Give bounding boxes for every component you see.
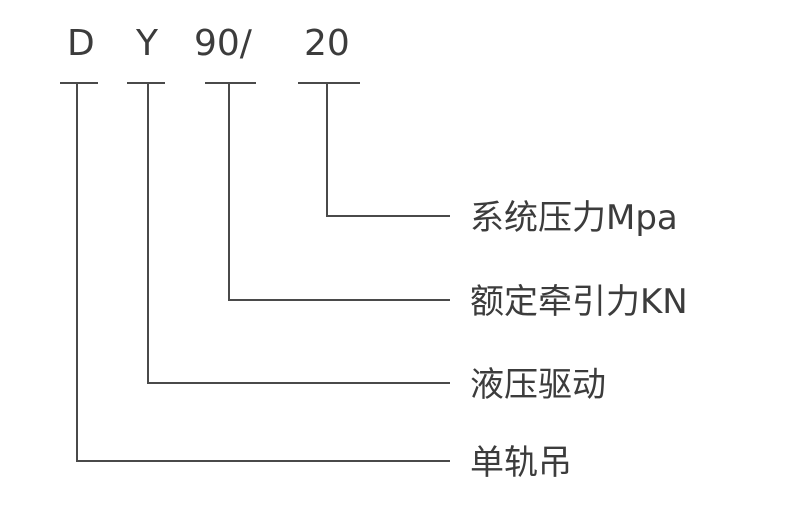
connector-90 [228,83,450,301]
desc-monorail-crane: 单轨吊 [470,443,572,483]
desc-rated-traction: 额定牵引力KN [470,282,688,322]
desc-system-pressure: 系统压力Mpa [470,198,678,238]
desc-hydraulic-drive: 液压驱动 [470,365,606,405]
code-part-y: Y [135,23,159,64]
connector-y [147,83,450,384]
connector-20 [326,83,450,217]
code-part-20: 20 [304,23,350,64]
connector-d [76,83,450,462]
code-part-90: 90/ [194,23,253,64]
code-part-d: D [67,23,95,64]
